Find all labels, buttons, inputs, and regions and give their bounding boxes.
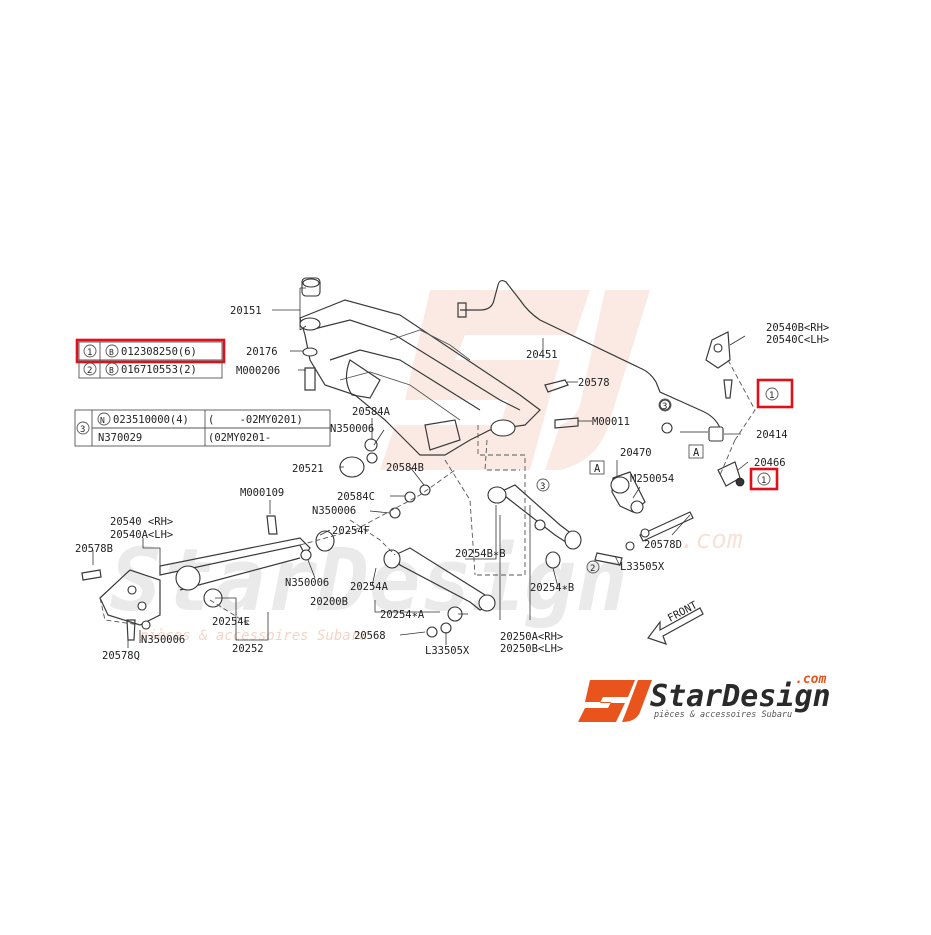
dashed-guides: [209, 425, 736, 626]
callout-3-right: 3: [662, 402, 667, 412]
label-n350006-b: N350006: [312, 505, 356, 517]
front-label: FRONT: [666, 599, 700, 625]
fasteners-center: [302, 347, 579, 519]
front-arrow: FRONT: [647, 599, 704, 645]
highlight-callout-1-top: [756, 378, 794, 409]
label-20521: 20521: [292, 463, 324, 475]
upper-link: [610, 471, 694, 542]
label-20584a: 20584A: [352, 406, 391, 418]
label-20540a-lh: 20540A<LH>: [110, 529, 173, 541]
label-20578d: 20578D: [644, 539, 682, 551]
logo-domain: .com: [795, 672, 826, 687]
part-labels: 20151 20176 M000206 20451 20578 20540B<R…: [75, 305, 829, 662]
legend-row3b-part: N370029: [98, 432, 142, 444]
label-20250a-rh: 20250A<RH>: [500, 631, 563, 643]
label-20254a: 20254A: [350, 581, 389, 593]
label-20584c: 20584C: [337, 491, 375, 503]
label-n350006-c: N350006: [285, 577, 329, 589]
label-20451: 20451: [526, 349, 558, 361]
label-20252: 20252: [232, 643, 264, 655]
label-m000011: M00011: [592, 416, 630, 428]
stabilizer-bracket-right: [659, 331, 756, 487]
ref-a-left: A: [594, 463, 601, 475]
stardesign-logo: StarDesign .com pièces & accessoires Sub…: [578, 672, 831, 722]
logo-tagline: pièces & accessoires Subaru: [653, 709, 792, 720]
label-20254e: 20254E: [212, 616, 250, 628]
label-l33505x-a: L33505X: [620, 561, 665, 573]
trailing-link: [81, 515, 335, 641]
legend-row3a-part: 023510000(4): [113, 414, 189, 426]
label-20578b: 20578B: [75, 543, 113, 555]
callout-3-center: 3: [540, 482, 545, 492]
diagram-callouts: 3 3 2 1 1: [536, 378, 794, 574]
label-20466: 20466: [754, 457, 786, 469]
label-20578: 20578: [578, 377, 610, 389]
label-20176: 20176: [246, 346, 278, 358]
label-20200b: 20200B: [310, 596, 348, 608]
legend-row1-part: 012308250(6): [121, 346, 197, 358]
label-20414: 20414: [756, 429, 788, 441]
label-20254f: 20254F: [332, 525, 370, 537]
watermark-big-domain: .com: [680, 525, 743, 555]
legend-row2-prefix: B: [109, 366, 114, 375]
label-20254b-b: 20254B∗B: [455, 548, 506, 560]
label-20540c-lh: 20540C<LH>: [766, 334, 829, 346]
label-20151: 20151: [230, 305, 262, 317]
label-20578q: 20578Q: [102, 650, 140, 662]
callout-2: 2: [590, 564, 595, 574]
legend-row3b-range: (02MY0201-: [208, 432, 303, 444]
watermark-big-tagline: pièces & accessoires Subaru: [139, 628, 368, 644]
label-20540b-rh: 20540B<RH>: [766, 322, 829, 334]
label-20584b: 20584B: [386, 462, 424, 474]
reference-markers: A A: [589, 444, 704, 475]
highlight-legend-row-1: [75, 338, 226, 364]
legend-row3a-range: ( -02MY0201): [208, 414, 303, 426]
highlight-callout-1-bottom: [749, 467, 779, 491]
callout-1-bottom: 1: [761, 476, 766, 486]
callout-1-top: 1: [769, 391, 774, 401]
label-n350006-d: N350006: [141, 634, 185, 646]
label-20470: 20470: [620, 447, 652, 459]
label-20250b-lh: 20250B<LH>: [500, 643, 563, 655]
leader-lines: [92, 287, 749, 648]
logo-brand: StarDesign: [650, 679, 831, 714]
label-20540-rh: 20540 <RH>: [110, 516, 173, 528]
legend-row1-num: 1: [87, 348, 92, 358]
legend-row3-num: 3: [80, 425, 85, 435]
legend-row1-prefix: B: [109, 348, 114, 357]
ref-a-right: A: [693, 447, 700, 459]
legend-row3a-prefix: N: [100, 416, 105, 425]
crossmember: [299, 277, 541, 456]
stabilizer-bar: [457, 279, 723, 437]
legend-row2-part: 016710553(2): [121, 364, 197, 376]
label-m000206: M000206: [236, 365, 280, 377]
label-20568: 20568: [354, 630, 386, 642]
label-n350006-a: N350006: [330, 423, 374, 435]
lateral-links: [383, 484, 635, 638]
legend-row2-num: 2: [87, 366, 92, 376]
fastener-legend: 1 B 012308250(6) 2 B 016710553(2) 3 N 02…: [74, 338, 331, 447]
label-m000109: M000109: [240, 487, 284, 499]
label-m250054: M250054: [630, 473, 674, 485]
label-20254-a: 20254∗A: [380, 609, 425, 621]
label-20254-b: 20254∗B: [530, 582, 574, 594]
label-l33505x-b: L33505X: [425, 645, 470, 657]
watermark: StarDesign .com pièces & accessoires Sub…: [110, 290, 743, 644]
